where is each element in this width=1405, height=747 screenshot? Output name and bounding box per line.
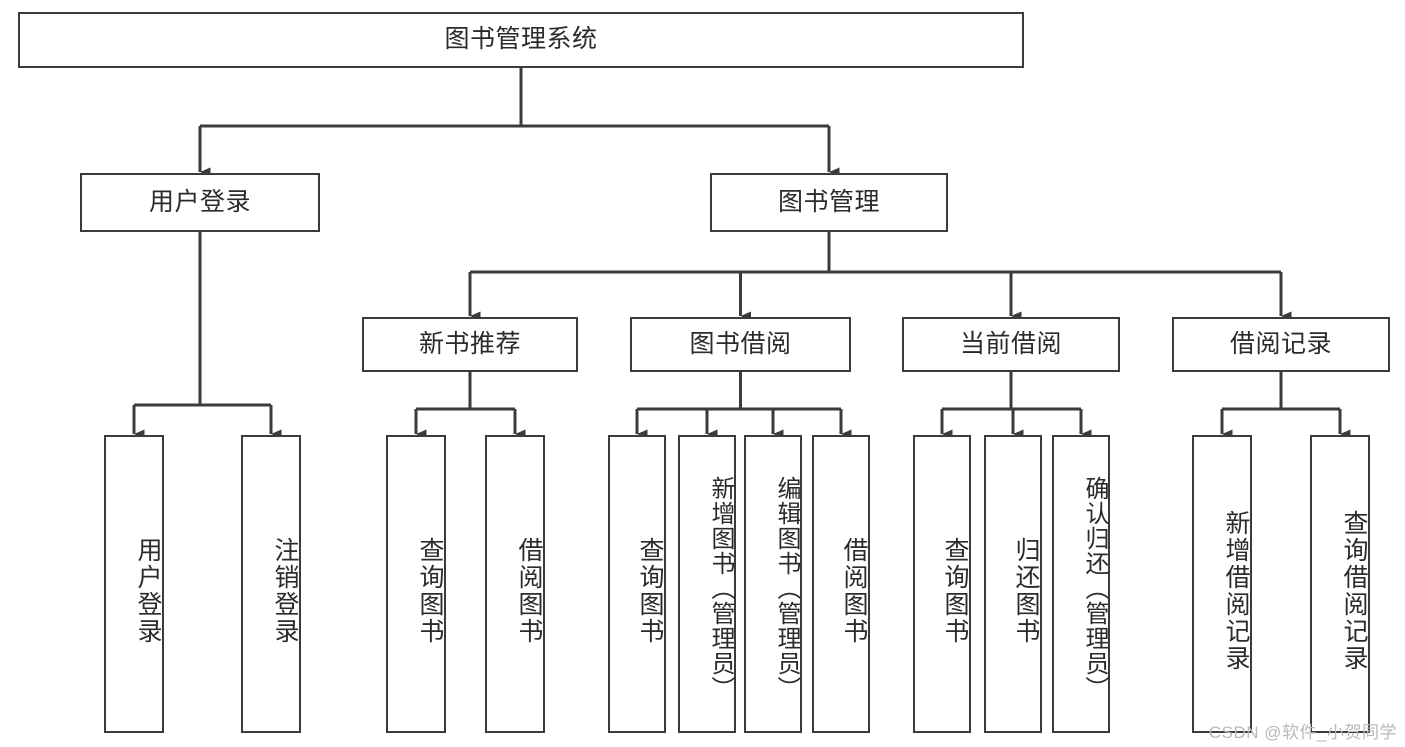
node-label: 借阅图书 <box>840 537 868 645</box>
watermark: CSDN @软件_小贺同学 <box>1208 723 1397 742</box>
node-leaf-add-book-admin[interactable]: 新增图书（管理员） <box>678 435 736 733</box>
node-leaf-query-borrow-record[interactable]: 查询借阅记录 <box>1310 435 1370 733</box>
node-label: 查询图书 <box>941 537 969 645</box>
node-label: 用户登录 <box>134 537 162 645</box>
node-label: 图书借阅 <box>689 329 792 358</box>
node-label: 查询图书 <box>636 537 664 645</box>
node-leaf-query-book-borrow[interactable]: 查询图书 <box>608 435 666 733</box>
node-leaf-user-login[interactable]: 用户登录 <box>104 435 164 733</box>
node-leaf-edit-book-admin[interactable]: 编辑图书（管理员） <box>744 435 802 733</box>
node-label: 图书管理 <box>777 187 880 216</box>
node-label: 确认归还（管理员） <box>1081 475 1108 701</box>
node-book-borrow[interactable]: 图书借阅 <box>630 317 851 372</box>
node-user-login[interactable]: 用户登录 <box>80 173 320 232</box>
node-label: 新增借阅记录 <box>1222 510 1250 672</box>
node-leaf-query-book-current[interactable]: 查询图书 <box>913 435 971 733</box>
node-label: 查询图书 <box>416 537 444 645</box>
node-leaf-add-borrow-record[interactable]: 新增借阅记录 <box>1192 435 1252 733</box>
node-label: 编辑图书（管理员） <box>773 475 800 701</box>
node-label: 归还图书 <box>1012 537 1040 645</box>
node-label: 图书管理系统 <box>444 25 598 54</box>
node-leaf-logout[interactable]: 注销登录 <box>241 435 301 733</box>
node-book-manage[interactable]: 图书管理 <box>710 173 948 232</box>
node-root[interactable]: 图书管理系统 <box>18 12 1024 68</box>
node-new-book-recommend[interactable]: 新书推荐 <box>362 317 578 372</box>
node-borrow-record[interactable]: 借阅记录 <box>1172 317 1390 372</box>
node-label: 查询借阅记录 <box>1340 510 1368 672</box>
node-label: 注销登录 <box>271 537 299 645</box>
node-label: 当前借阅 <box>959 329 1062 358</box>
node-label: 新增图书（管理员） <box>707 475 734 701</box>
node-label: 借阅图书 <box>515 537 543 645</box>
node-leaf-return-book[interactable]: 归还图书 <box>984 435 1042 733</box>
node-current-borrow[interactable]: 当前借阅 <box>902 317 1120 372</box>
node-label: 用户登录 <box>148 187 251 216</box>
node-leaf-query-book-rec[interactable]: 查询图书 <box>386 435 446 733</box>
node-leaf-confirm-return-admin[interactable]: 确认归还（管理员） <box>1052 435 1110 733</box>
node-leaf-borrow-book-rec[interactable]: 借阅图书 <box>485 435 545 733</box>
node-label: 新书推荐 <box>418 329 521 358</box>
node-label: 借阅记录 <box>1229 329 1332 358</box>
node-leaf-borrow-book[interactable]: 借阅图书 <box>812 435 870 733</box>
